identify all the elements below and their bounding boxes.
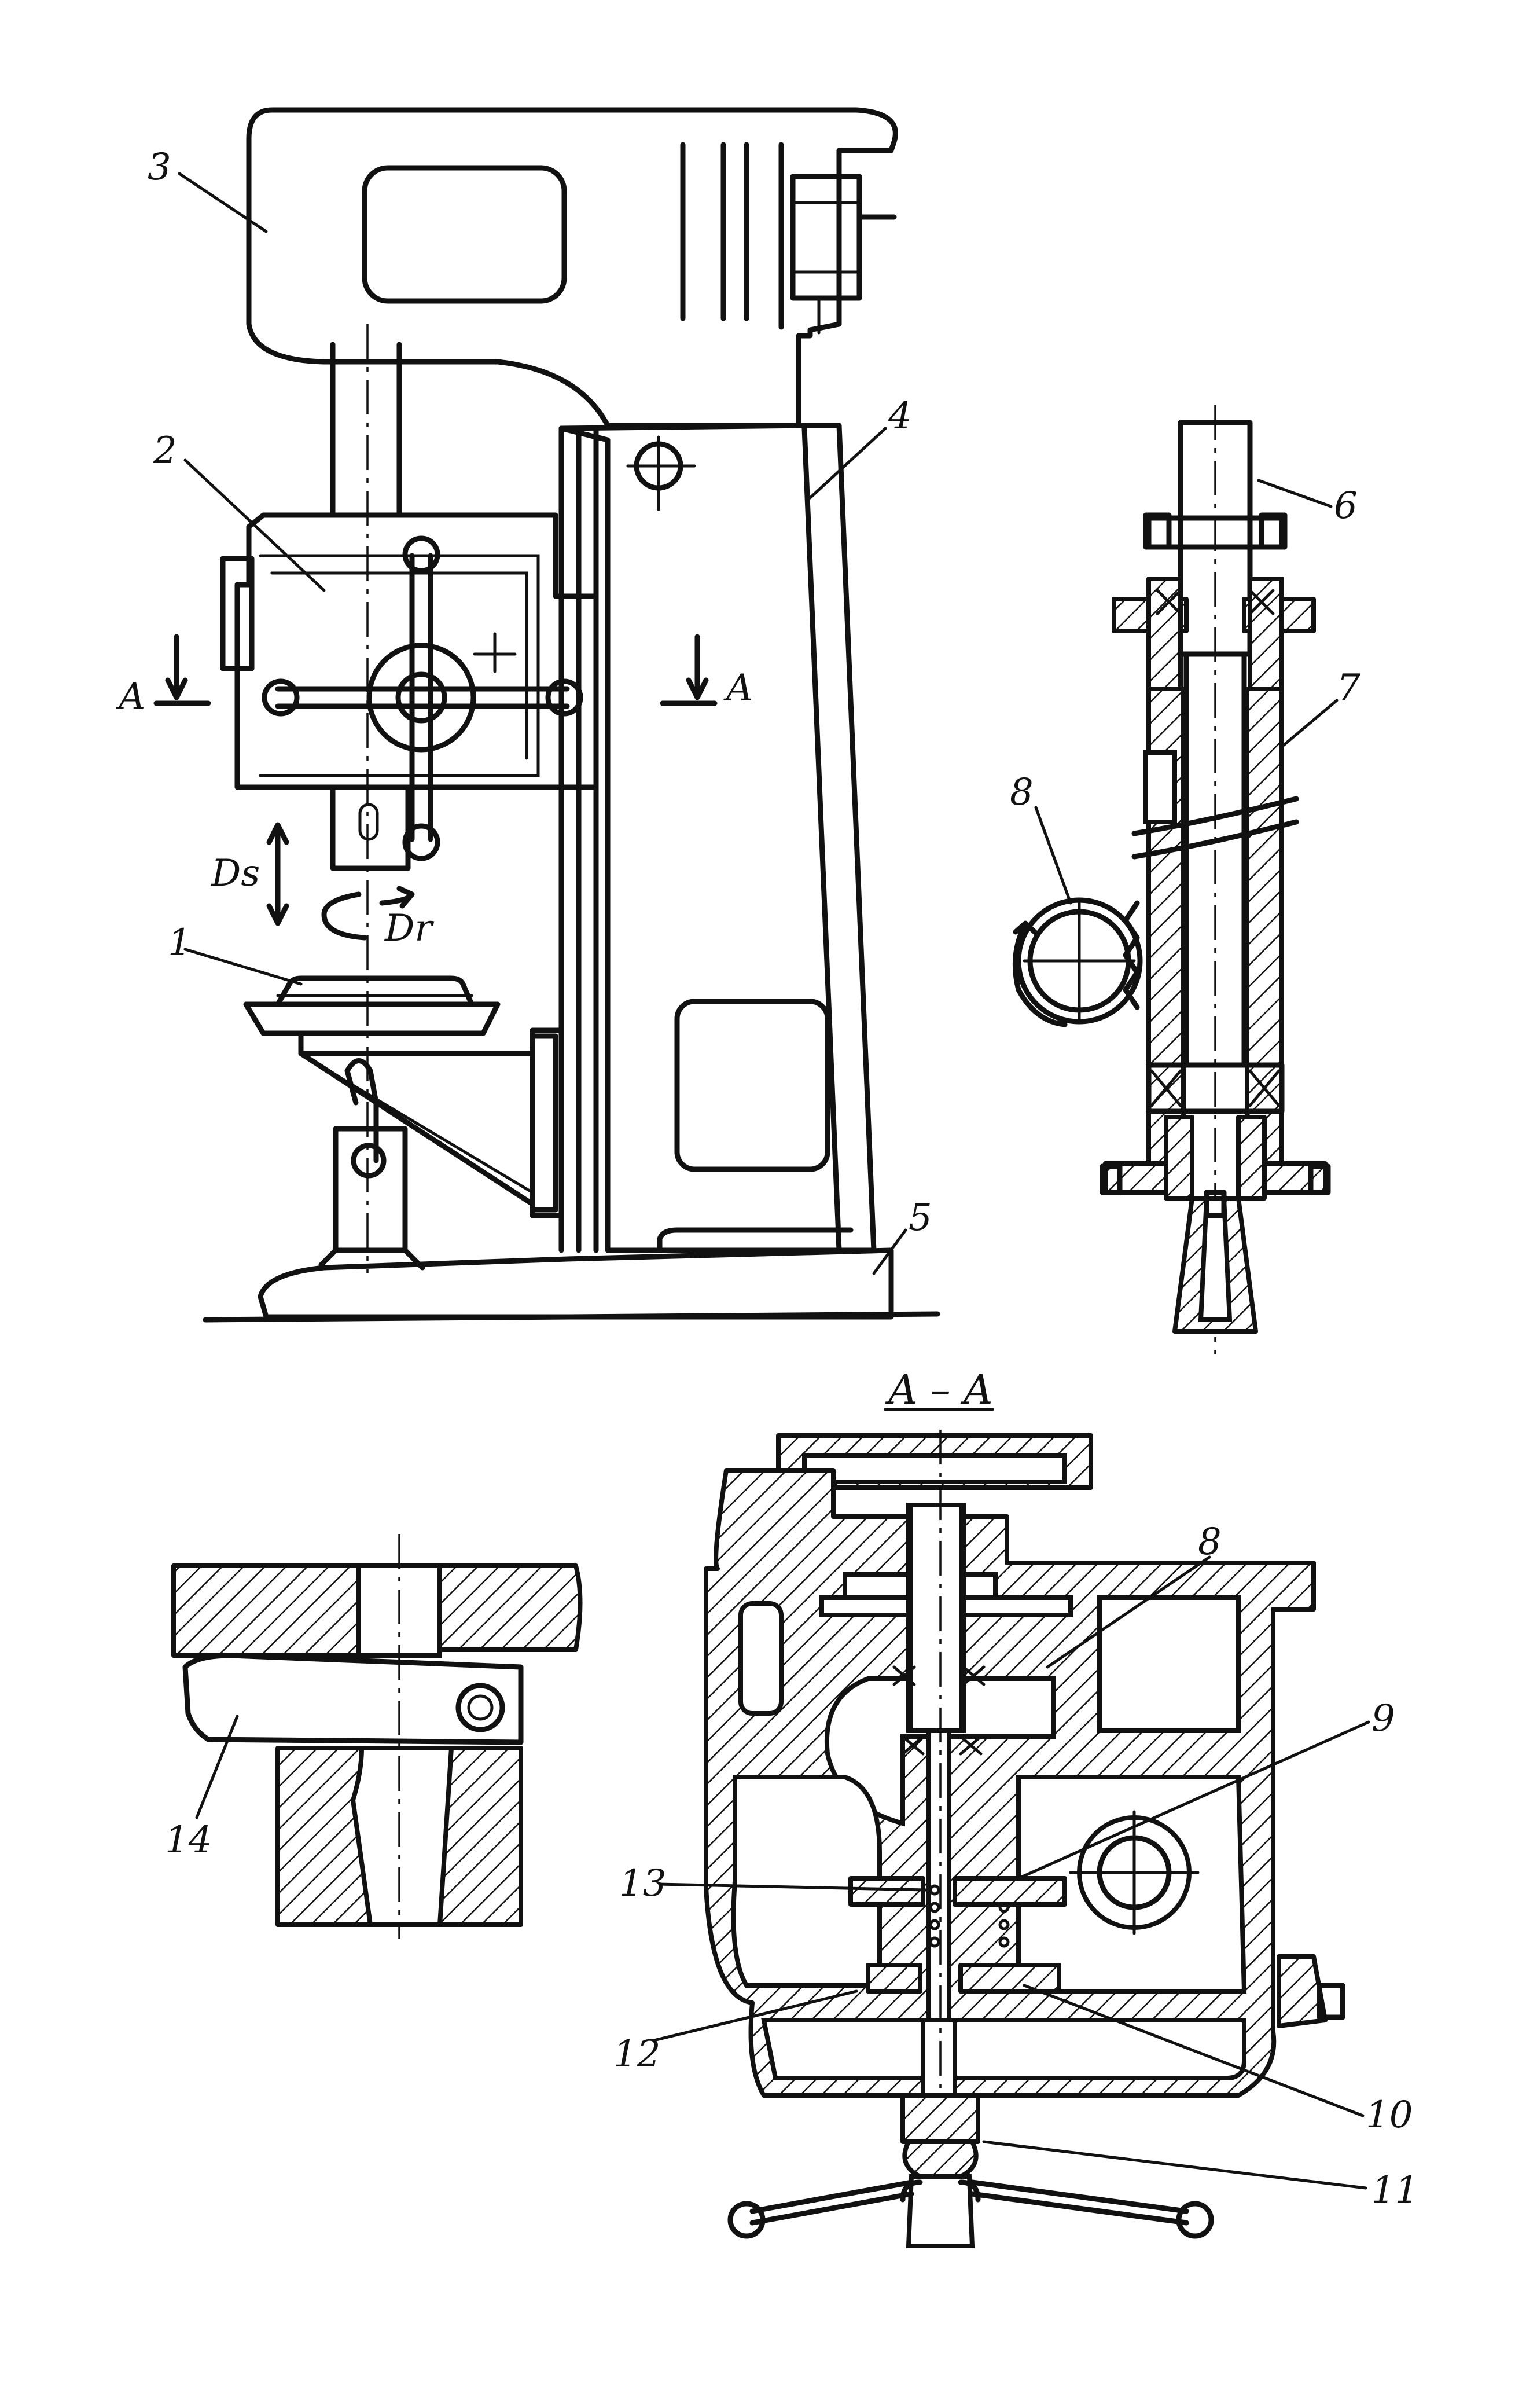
section-label-left: A xyxy=(116,676,145,718)
label-5: 5 xyxy=(909,1196,932,1239)
section-marker-right: A xyxy=(660,634,753,710)
label-3: 3 xyxy=(148,146,171,189)
section-a-a: A – A xyxy=(613,1366,1418,2248)
label-11: 11 xyxy=(1371,2169,1418,2212)
work-table xyxy=(243,975,564,1253)
label-12: 12 xyxy=(613,2033,660,2076)
label-6: 6 xyxy=(1334,484,1358,527)
label-2: 2 xyxy=(153,430,177,472)
label-7: 7 xyxy=(1337,667,1360,710)
dr-label: Dr xyxy=(384,907,434,950)
section-label-right: A xyxy=(723,667,753,710)
rotation-motion-arrow: Dr xyxy=(321,886,434,950)
feed-handwheel xyxy=(262,535,583,861)
label-4: 4 xyxy=(888,395,912,438)
spindle-sleeve xyxy=(330,342,402,518)
spindle-box xyxy=(220,512,599,871)
label-13: 13 xyxy=(619,1862,666,1905)
label-10: 10 xyxy=(1366,2094,1413,2137)
label-8-upper: 8 xyxy=(1010,771,1034,814)
ds-label: Ds xyxy=(211,852,260,895)
section-marker-left: A xyxy=(116,634,211,718)
tool-ejector-detail: 14 xyxy=(165,1534,583,1939)
column xyxy=(558,423,877,1253)
spindle-section: 6 7 8 xyxy=(1010,405,1360,1355)
drilling-machine-side-view: A A Ds Dr 3 2 4 5 1 xyxy=(116,107,940,1323)
label-8-lower: 8 xyxy=(1198,1521,1222,1563)
label-14: 14 xyxy=(165,1819,212,1862)
feed-motion-arrow: Ds xyxy=(211,822,289,926)
base xyxy=(203,1247,940,1323)
head-housing xyxy=(246,107,898,428)
feed-pinion xyxy=(1012,897,1143,1027)
section-title: A – A xyxy=(885,1366,993,1414)
label-1: 1 xyxy=(168,922,192,964)
label-9: 9 xyxy=(1371,1697,1395,1740)
